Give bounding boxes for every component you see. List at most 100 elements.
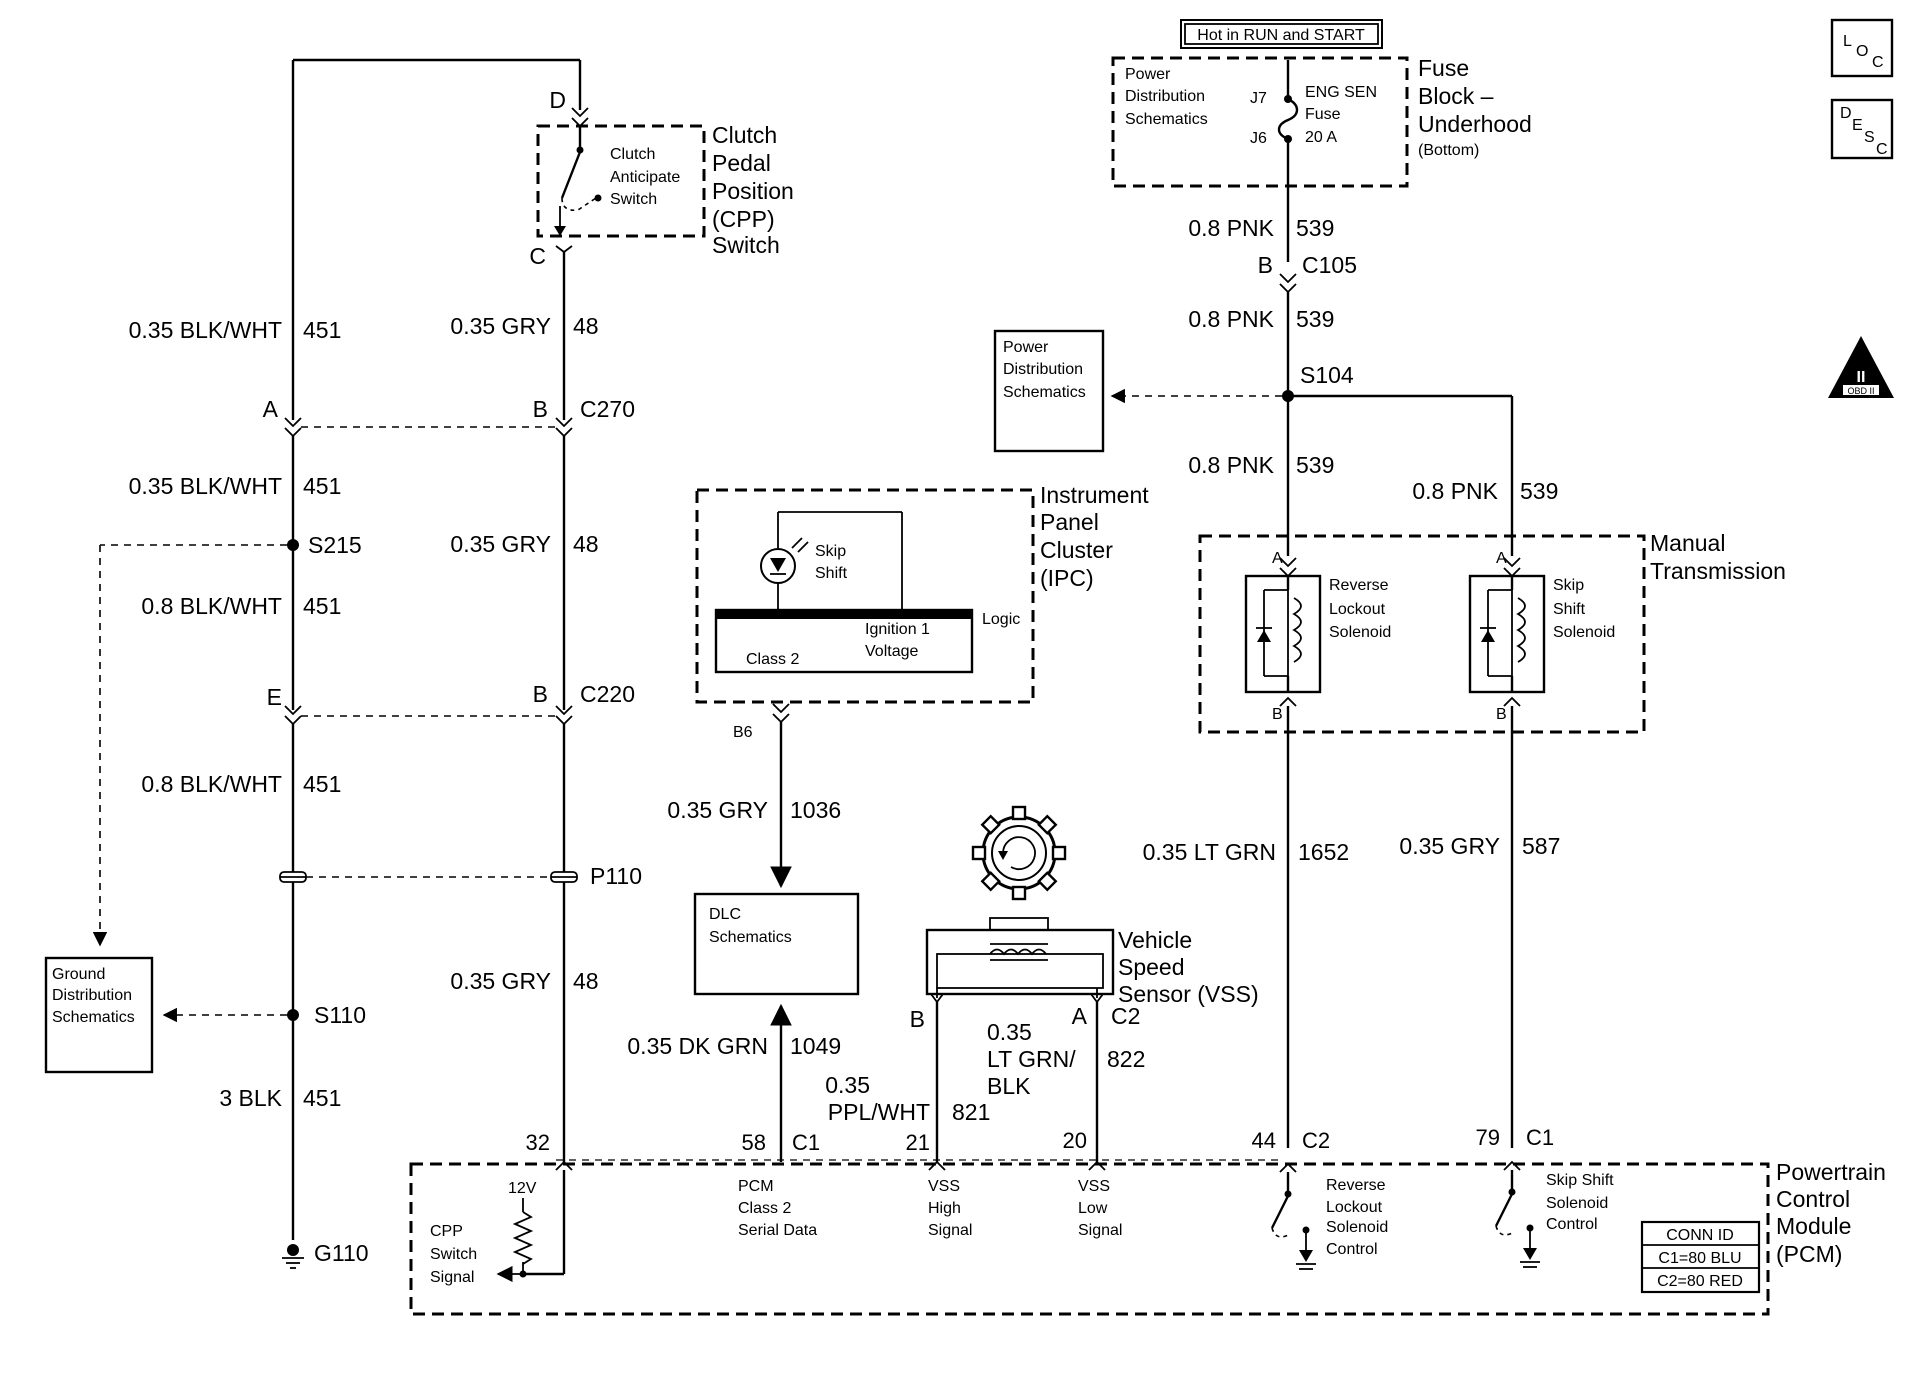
svg-text:Speed: Speed xyxy=(1118,954,1185,980)
svg-text:S: S xyxy=(1864,129,1875,146)
desc-badge[interactable]: D E S C xyxy=(1830,98,1894,160)
svg-text:Pedal: Pedal xyxy=(712,150,771,176)
vehicle-speed-sensor: Vehicle Speed Sensor (VSS) B A C2 xyxy=(910,917,1259,1032)
svg-text:P110: P110 xyxy=(590,863,642,889)
svg-text:Distribution: Distribution xyxy=(1003,361,1083,378)
svg-text:LT GRN/: LT GRN/ xyxy=(987,1046,1076,1072)
svg-text:Skip Shift: Skip Shift xyxy=(1546,1172,1614,1189)
svg-text:L: L xyxy=(1843,33,1852,50)
svg-text:0.35 LT GRN: 0.35 LT GRN xyxy=(1143,839,1276,865)
svg-text:539: 539 xyxy=(1296,306,1334,332)
svg-text:C: C xyxy=(1876,141,1888,158)
svg-text:0.35: 0.35 xyxy=(987,1019,1032,1045)
svg-text:Solenoid: Solenoid xyxy=(1329,624,1391,641)
svg-text:B: B xyxy=(1258,252,1273,278)
reluctor-tooth xyxy=(1037,814,1058,835)
svg-text:CONN ID: CONN ID xyxy=(1666,1227,1734,1244)
svg-text:Solenoid: Solenoid xyxy=(1553,624,1615,641)
svg-text:Sensor (VSS): Sensor (VSS) xyxy=(1118,981,1259,1007)
svg-text:451: 451 xyxy=(303,1085,341,1111)
svg-text:0.35 GRY: 0.35 GRY xyxy=(450,531,551,557)
wire-label: 0.8 PNK xyxy=(1188,215,1274,241)
skip-shift-solenoid-icon: Skip Shift Solenoid xyxy=(1468,557,1615,707)
vss-reluctor-icon xyxy=(971,805,1067,901)
svg-text:Clutch: Clutch xyxy=(610,146,655,163)
svg-text:B: B xyxy=(910,1006,925,1032)
svg-text:Reverse: Reverse xyxy=(1329,577,1389,594)
svg-text:822: 822 xyxy=(1107,1046,1145,1072)
svg-text:0.8 BLK/WHT: 0.8 BLK/WHT xyxy=(141,593,282,619)
dlc-schematics-ref-box[interactable]: DLC Schematics xyxy=(693,892,860,996)
svg-text:Solenoid: Solenoid xyxy=(1326,1219,1388,1236)
svg-text:(CPP): (CPP) xyxy=(712,206,775,232)
reluctor-tooth xyxy=(980,871,1001,892)
svg-text:451: 451 xyxy=(303,473,341,499)
svg-text:539: 539 xyxy=(1520,478,1558,504)
clutch-pedal-position-switch: D Clutch Anticipate Switch Clutch Pedal … xyxy=(529,87,793,269)
svg-text:0.8 PNK: 0.8 PNK xyxy=(1188,452,1274,478)
svg-text:Control: Control xyxy=(1776,1186,1850,1212)
loc-badge[interactable]: L O C xyxy=(1830,18,1894,78)
svg-text:821: 821 xyxy=(952,1099,990,1125)
svg-text:0.8 PNK: 0.8 PNK xyxy=(1188,306,1274,332)
svg-text:Schematics: Schematics xyxy=(709,929,792,946)
svg-text:Vehicle: Vehicle xyxy=(1118,927,1192,953)
svg-text:0.8 BLK/WHT: 0.8 BLK/WHT xyxy=(141,771,282,797)
eng-sen-fuse-icon xyxy=(1277,60,1299,186)
svg-text:S110: S110 xyxy=(314,1002,366,1028)
svg-text:1652: 1652 xyxy=(1298,839,1349,865)
svg-text:Block –: Block – xyxy=(1418,83,1494,109)
svg-text:B: B xyxy=(533,681,548,707)
svg-text:Ignition 1: Ignition 1 xyxy=(865,621,930,638)
svg-text:A: A xyxy=(263,396,279,422)
powertrain-control-module: Powertrain Control Module (PCM) xyxy=(409,1159,1886,1316)
instrument-panel-cluster: Instrument Panel Cluster (IPC) Ignition … xyxy=(695,482,1149,741)
reluctor-tooth xyxy=(1011,805,1027,821)
svg-text:C: C xyxy=(529,243,546,269)
svg-text:J7: J7 xyxy=(1250,90,1267,107)
svg-text:PPL/WHT: PPL/WHT xyxy=(828,1099,930,1125)
svg-text:44: 44 xyxy=(1252,1128,1276,1153)
svg-text:Reverse: Reverse xyxy=(1326,1177,1386,1194)
svg-text:C1=80 BLU: C1=80 BLU xyxy=(1658,1250,1741,1267)
reluctor-tooth xyxy=(980,814,1001,835)
svg-text:Clutch: Clutch xyxy=(712,122,777,148)
svg-text:Fuse: Fuse xyxy=(1418,55,1469,81)
svg-text:A: A xyxy=(1496,550,1507,567)
svg-text:S215: S215 xyxy=(308,532,362,558)
svg-text:E: E xyxy=(267,684,282,710)
ground-distribution-ref-box[interactable]: Ground Distribution Schematics xyxy=(44,956,154,1074)
svg-text:587: 587 xyxy=(1522,833,1560,859)
manual-transmission: Manual Transmission A A B B xyxy=(1198,530,1786,734)
svg-text:48: 48 xyxy=(573,313,599,339)
svg-text:1049: 1049 xyxy=(790,1033,841,1059)
reverse-lockout-control-switch-icon: Reverse Lockout Solenoid Control xyxy=(1270,1172,1388,1270)
splice-s110: S110 xyxy=(162,1002,366,1028)
splice-s215: S215 xyxy=(92,532,362,947)
svg-text:A: A xyxy=(1072,1003,1088,1029)
svg-text:451: 451 xyxy=(303,593,341,619)
svg-text:Logic: Logic xyxy=(982,611,1020,628)
svg-text:Class 2: Class 2 xyxy=(746,651,799,668)
svg-text:O: O xyxy=(1856,43,1868,60)
pcm-vss-high-signal: VSS High Signal xyxy=(928,1178,972,1239)
svg-text:B: B xyxy=(533,396,548,422)
svg-text:Serial Data: Serial Data xyxy=(738,1222,817,1239)
svg-text:0.35 DK GRN: 0.35 DK GRN xyxy=(627,1033,768,1059)
power-distribution-ref-box[interactable]: Power Distribution Schematics xyxy=(993,329,1105,453)
hot-in-run-start-label: Hot in RUN and START xyxy=(1180,19,1383,49)
pcm-connector-terminals xyxy=(555,1160,1521,1173)
svg-text:B: B xyxy=(1272,706,1283,723)
pcm-class2-serial-data: PCM Class 2 Serial Data xyxy=(738,1178,817,1239)
svg-text:Module: Module xyxy=(1776,1213,1851,1239)
svg-text:C: C xyxy=(1872,54,1884,71)
svg-text:Control: Control xyxy=(1546,1216,1598,1233)
svg-text:539: 539 xyxy=(1296,452,1334,478)
svg-text:Voltage: Voltage xyxy=(865,643,918,660)
svg-text:OBD II: OBD II xyxy=(1847,386,1874,396)
svg-text:21: 21 xyxy=(906,1130,930,1155)
svg-text:ENG SEN: ENG SEN xyxy=(1305,84,1377,101)
fuse-block-underhood: Power Distribution Schematics J7 J6 ENG … xyxy=(1111,55,1532,188)
svg-text:451: 451 xyxy=(303,771,341,797)
